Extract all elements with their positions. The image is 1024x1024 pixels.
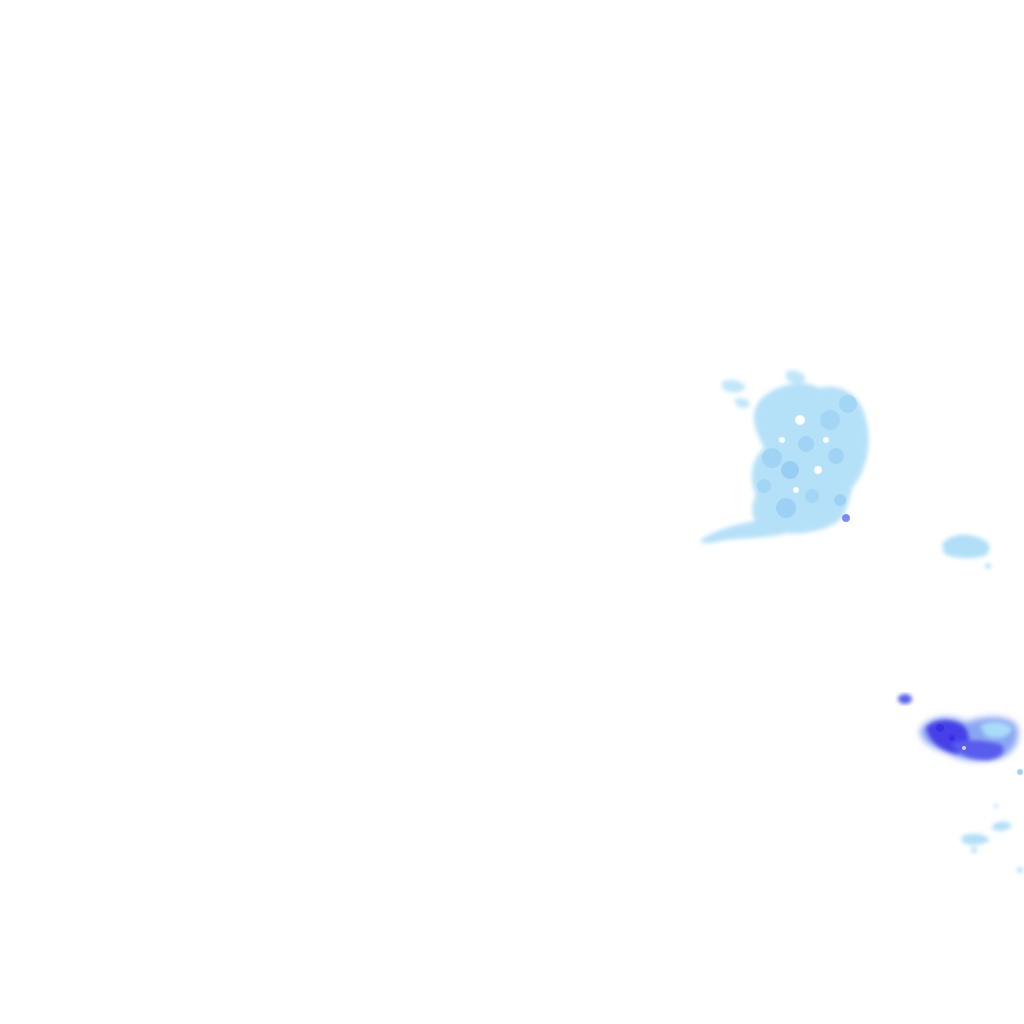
- eastern-small-echo: [942, 534, 991, 569]
- southern-light-fragments: [962, 804, 1023, 873]
- northern-rain-cell-texture: [757, 395, 857, 522]
- southeastern-isolated-echo: [898, 694, 912, 704]
- southeastern-storm-cell: [920, 717, 1023, 775]
